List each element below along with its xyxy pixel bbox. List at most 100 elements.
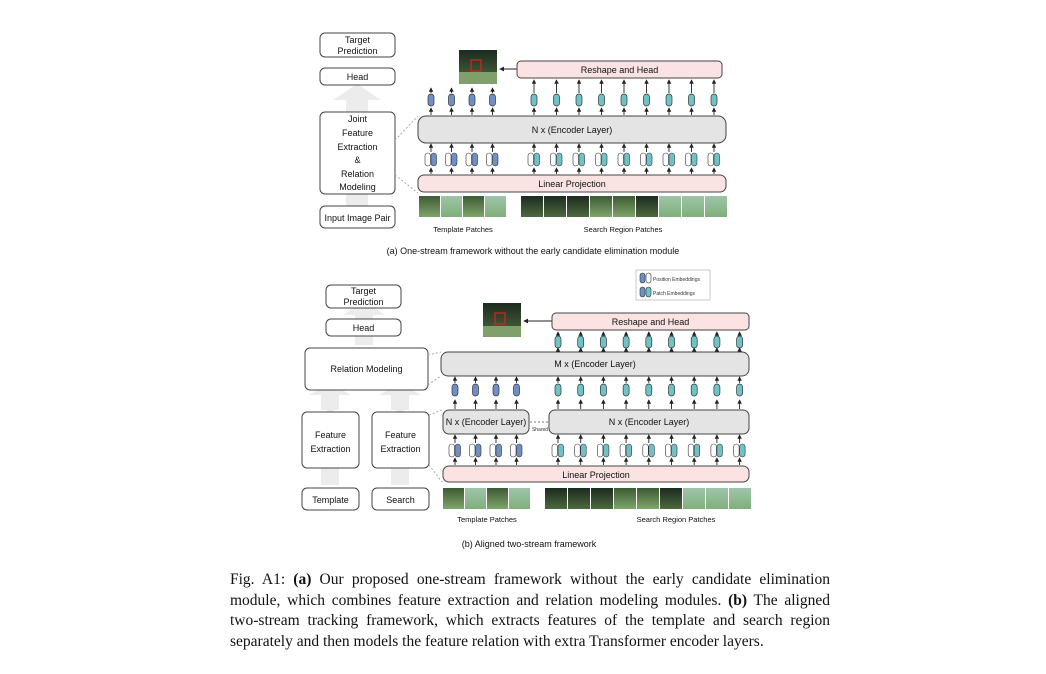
joint-label-1: Joint <box>348 114 368 124</box>
search-patches-b <box>545 488 751 509</box>
embedding-token <box>736 383 743 397</box>
position-embedding-token <box>510 443 517 458</box>
caption-b: (b) Aligned two-stream framework <box>462 539 597 549</box>
embedding-token <box>713 335 721 349</box>
patch-embedding-token <box>646 152 653 167</box>
position-embedding-token <box>642 443 649 458</box>
patch-embedding-token <box>623 152 630 167</box>
feature-extraction-box-template <box>301 411 360 469</box>
embedding-token <box>554 335 562 349</box>
joint-label-2: Feature <box>342 128 373 138</box>
position-embedding-token <box>617 152 624 167</box>
embedding-token <box>620 93 628 107</box>
patch-embedding-token <box>516 443 523 458</box>
position-embedding-token <box>619 443 626 458</box>
embedding-token <box>668 335 675 349</box>
embedding-token <box>448 93 455 107</box>
feature-extraction-label-t-2: Extraction <box>310 444 350 454</box>
template-patches-label-a: Template Patches <box>433 225 493 234</box>
embedding-token <box>451 383 459 397</box>
m-encoder-box <box>440 351 750 377</box>
patch-embedding-token <box>671 443 678 458</box>
position-embedding-token <box>527 152 534 167</box>
linear-projection-label-a: Linear Projection <box>538 179 606 189</box>
patch-embedding-token <box>693 443 701 458</box>
embedding-token <box>468 93 476 107</box>
template-patches-a <box>419 196 506 217</box>
search-box <box>371 487 430 511</box>
patch-embedding-token <box>648 443 655 458</box>
patch-embedding-token <box>475 443 482 458</box>
patch-embedding-token <box>451 152 458 167</box>
embedding-token <box>554 383 562 397</box>
embedding-token <box>577 335 585 349</box>
linear-projection-box-b <box>442 465 750 483</box>
embedding-token <box>690 335 698 349</box>
figure-caption-b-tag: (b) <box>728 591 748 609</box>
embedding-token <box>530 93 538 107</box>
patch-embedding-token <box>580 443 587 458</box>
feature-extraction-box-search <box>371 411 430 469</box>
position-embedding-token <box>685 152 692 167</box>
joint-label-3: Extraction <box>337 142 377 152</box>
linear-projection-label-b: Linear Projection <box>562 470 630 480</box>
embedding-token <box>575 93 583 107</box>
legend-patch-label: Patch Embeddings <box>653 291 695 297</box>
joint-block-a <box>319 111 396 195</box>
head-box-b <box>325 318 402 337</box>
n-encoder-left-label: N x (Encoder Layer) <box>446 417 527 427</box>
embedding-token <box>688 93 695 107</box>
position-embedding-token <box>710 443 717 458</box>
target-prediction-label-a-2: Prediction <box>337 46 377 56</box>
legend-position-label: Position Embeddings <box>653 277 700 283</box>
position-embedding-token <box>662 152 669 167</box>
position-embedding-token <box>550 152 557 167</box>
input-pair-label: Input Image Pair <box>324 213 390 223</box>
reshape-head-box-a <box>516 60 723 79</box>
embedding-token <box>489 93 496 107</box>
position-embedding-token <box>551 443 558 458</box>
figure-caption-label: Fig. A1: <box>230 571 294 588</box>
position-embedding-token <box>640 152 647 167</box>
input-tokens-b <box>448 434 746 465</box>
legend: Position Embeddings Patch Embeddings <box>635 269 711 301</box>
joint-label-6: Modeling <box>339 182 376 192</box>
search-patches-label-a: Search Region Patches <box>584 225 663 234</box>
position-embedding-token <box>445 152 452 167</box>
reshape-head-label-a: Reshape and Head <box>581 65 659 75</box>
joint-label-4: & <box>354 155 360 165</box>
position-embedding-token <box>469 443 476 458</box>
position-embedding-token <box>733 443 740 458</box>
target-prediction-label-b-1: Target <box>351 286 377 296</box>
patch-embedding-token <box>578 152 585 167</box>
encoder-box-a <box>417 115 727 144</box>
feature-extraction-label-t-1: Feature <box>315 430 346 440</box>
embedding-token <box>598 93 605 107</box>
m-encoder-label: M x (Encoder Layer) <box>554 359 636 369</box>
target-prediction-box-a <box>319 32 396 58</box>
n-encoder-left-box <box>442 409 530 435</box>
position-embedding-token <box>707 152 714 167</box>
embedding-token <box>600 335 607 349</box>
position-embedding-token <box>448 443 455 458</box>
result-image-a <box>459 50 497 84</box>
figure-caption-a-text: Our proposed one-stream framework withou… <box>230 571 830 609</box>
position-embedding-token <box>597 443 604 458</box>
caption-a: (a) One-stream framework without the ear… <box>387 246 680 256</box>
position-embedding-token <box>465 152 472 167</box>
input-pair-box <box>319 205 396 229</box>
embedding-token <box>736 335 743 349</box>
patch-embedding-token <box>492 152 499 167</box>
patch-embedding-token <box>713 152 720 167</box>
figure-caption-b-text: The aligned two-stream tracking framewor… <box>230 591 830 650</box>
embedding-token <box>492 383 500 397</box>
position-embedding-token <box>486 152 493 167</box>
search-patches-a <box>521 196 727 217</box>
n-encoder-right-label: N x (Encoder Layer) <box>609 417 690 427</box>
embedding-token <box>645 335 653 349</box>
patch-embedding-token <box>716 443 723 458</box>
shared-label: Shared <box>532 427 548 433</box>
position-embedding-token <box>687 443 695 458</box>
embedding-token <box>553 93 560 107</box>
head-label-b: Head <box>353 323 375 333</box>
